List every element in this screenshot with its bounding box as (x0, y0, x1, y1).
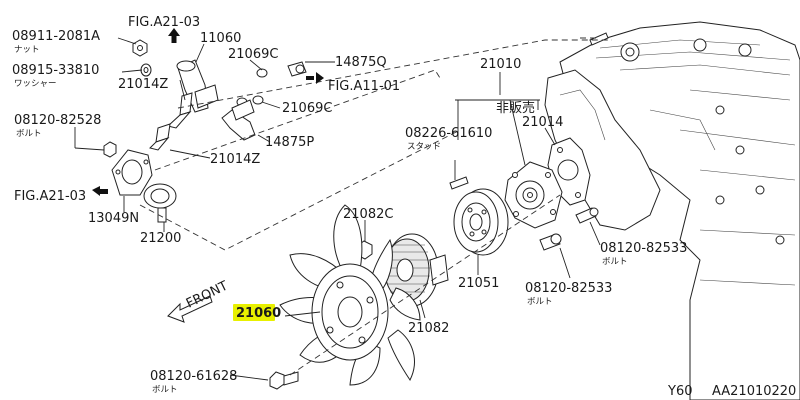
label-21014: 21014 (522, 115, 563, 130)
water-outlet-11060 (176, 59, 219, 113)
label-washer-jp: ワッシャー (14, 79, 57, 89)
washer-08915-33810 (140, 63, 152, 77)
label-bolt-jp-4: ボルト (152, 385, 178, 395)
label-front: FRONT (184, 279, 231, 312)
front-arrow-icon (167, 295, 213, 323)
label-11060: 11060 (200, 31, 241, 46)
hose-21014z-lower (149, 123, 171, 151)
assembly-boundary-dashed (139, 37, 612, 251)
bolt-08120-82528 (103, 141, 117, 158)
leader-lines (74, 37, 601, 381)
thermostat-housing-13049n (111, 149, 153, 196)
label-fig-a21-top: FIG.A21-03 (128, 15, 200, 30)
label-21069c-top: 21069C (228, 47, 278, 62)
label-08120-82528: 08120-82528 (14, 113, 101, 128)
label-model-y60: Y60 (667, 384, 692, 399)
callout-labels: 08911-2081A ナット FIG.A21-03 11060 08915-3… (12, 15, 796, 399)
label-21069c-mid: 21069C (282, 101, 332, 116)
label-21014z-mid: 21014Z (210, 152, 260, 167)
label-21014z-top: 21014Z (118, 77, 168, 92)
label-08915-33810: 08915-33810 (12, 63, 99, 78)
label-21051: 21051 (458, 276, 499, 291)
stud-08226-61610 (449, 176, 469, 190)
bolt-08120-61628 (269, 371, 299, 390)
label-08120-82533-a: 08120-82533 (600, 241, 687, 256)
bolt-08120-82533-lower (539, 233, 562, 251)
nut-08911-2081a (132, 39, 148, 57)
hose-14875p (221, 99, 256, 141)
bolt-08120-82533-upper (575, 207, 599, 224)
engine-block (544, 21, 800, 400)
label-not-for-sale: 非販売 (496, 100, 535, 116)
label-14875p: 14875P (265, 135, 314, 150)
label-fig-a11-01: FIG.A11-01 (328, 79, 400, 94)
hose-clamp-21069c (236, 68, 268, 107)
arrow-fig-a21-top (168, 28, 180, 43)
label-21200: 21200 (140, 231, 181, 246)
center-axis (289, 194, 561, 376)
label-drawing-id: AA21010220 (712, 384, 796, 399)
label-08120-61628: 08120-61628 (150, 369, 237, 384)
label-14875q: 14875Q (335, 55, 387, 70)
label-stud-jp: スタッド (407, 142, 441, 152)
label-21010: 21010 (480, 57, 521, 72)
label-fig-a21-left: FIG.A21-03 (14, 189, 86, 204)
arrow-fig-a21-left (92, 186, 108, 196)
hose-21014z-upper (166, 92, 193, 129)
label-13049n: 13049N (88, 211, 139, 226)
label-highlight-21060 (233, 304, 275, 321)
label-21082c: 21082C (343, 207, 393, 222)
label-21082: 21082 (408, 321, 449, 336)
arrow-fig-a11 (306, 72, 324, 84)
hose-14875q (287, 61, 307, 77)
label-bolt-jp-2: ボルト (602, 257, 628, 267)
cooling-fan-21060 (279, 204, 421, 386)
label-08226-61610: 08226-61610 (405, 126, 492, 141)
label-21060: 21060 (236, 306, 281, 321)
label-bolt-jp-1: ボルト (16, 129, 42, 139)
fan-clutch-21082 (384, 233, 449, 307)
pulley-21051 (453, 188, 509, 256)
label-08911-2081a: 08911-2081A (12, 29, 100, 44)
label-08120-82533-b: 08120-82533 (525, 281, 612, 296)
label-nut-jp: ナット (14, 45, 40, 55)
water-pump-21010 (504, 161, 563, 229)
thermostat-21200 (143, 183, 177, 223)
label-bolt-jp-3: ボルト (527, 297, 553, 307)
